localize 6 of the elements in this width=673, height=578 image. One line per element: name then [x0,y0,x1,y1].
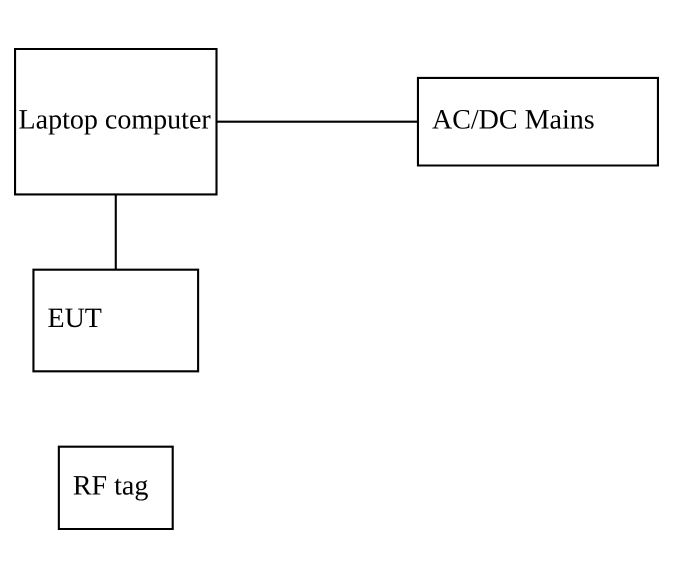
node-box: EUT [32,268,200,372]
connector [217,120,418,123]
node-box: RF tag [58,446,174,530]
node-box: Laptop computer [14,48,218,196]
node-box: AC/DC Mains [416,76,659,167]
connector [114,194,117,270]
